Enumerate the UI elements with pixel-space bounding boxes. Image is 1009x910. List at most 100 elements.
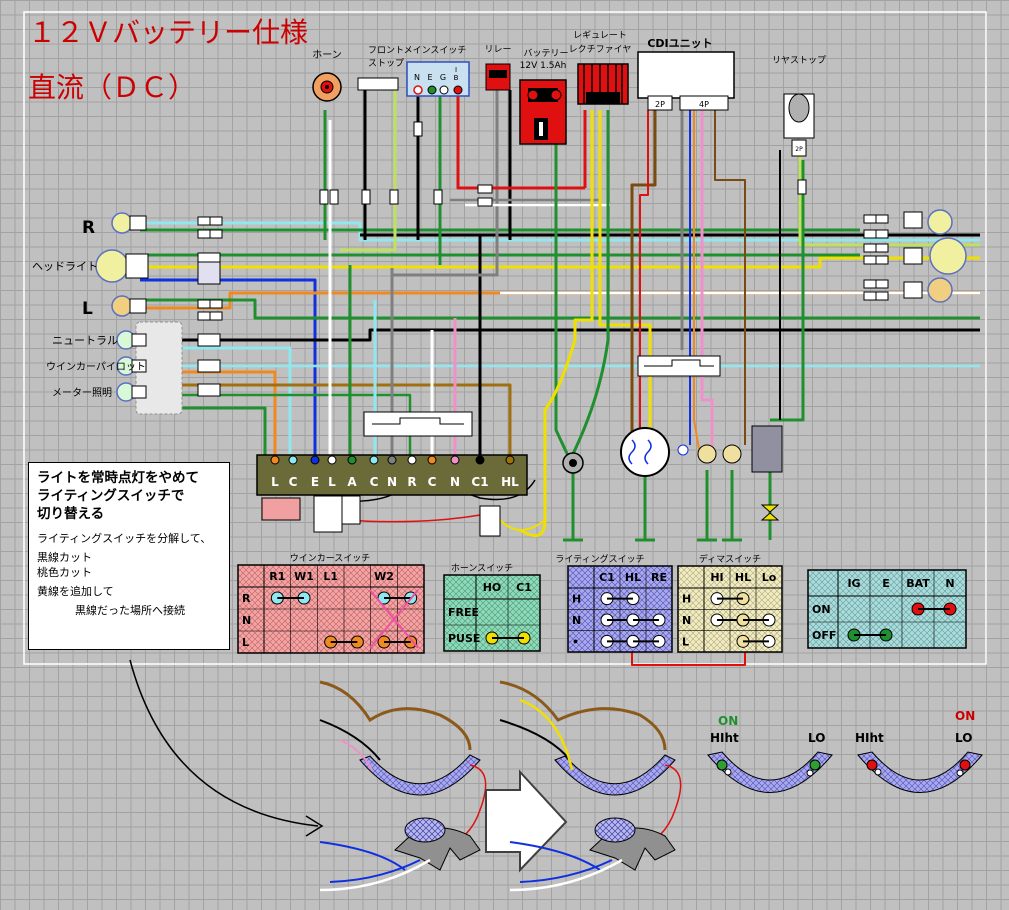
stop-relay	[751, 425, 783, 521]
left-bulbs	[95, 212, 183, 415]
main-switch: メインスイッチ N E G I B	[404, 45, 470, 97]
connector-label: A	[347, 475, 357, 489]
horn-label: ホーン	[312, 49, 342, 61]
cdi-label: CDIユニット	[647, 37, 712, 50]
dimmer-row-header: L	[682, 635, 689, 648]
cdi-4p-label: 4P	[699, 100, 709, 109]
lighting-col-header: C1	[599, 571, 615, 584]
winker-switch-title: ウインカースイッチ	[290, 553, 371, 564]
main-col-header: BAT	[906, 577, 930, 590]
connector-label: R	[407, 475, 416, 489]
note-line-4: ライティングスイッチを分解して、	[37, 532, 212, 545]
connector-label: L	[271, 475, 279, 489]
note-line-5: 黒線カット	[37, 551, 92, 564]
connector-terminal	[450, 455, 460, 465]
connector-label: L	[328, 475, 336, 489]
inline-connectors	[197, 121, 889, 397]
main-col-header: IG	[847, 577, 860, 590]
dimmer-row-header: N	[682, 614, 691, 627]
winker-row-header: R	[242, 592, 251, 605]
rear-stop-label: リヤストップ	[772, 55, 826, 66]
connector-terminal	[427, 455, 437, 465]
note-line-7: 黄線を追加して	[37, 585, 114, 598]
switch-body-1	[319, 817, 481, 892]
dimmer-row-header: H	[682, 593, 691, 606]
cdi-unit: CDIユニット 2P 4P	[637, 37, 735, 111]
main-row-header: ON	[812, 603, 831, 616]
front-stop-switch: フロント ストップ	[357, 46, 404, 91]
right-bulbs	[903, 209, 967, 303]
lo-label-right: LO	[955, 731, 972, 745]
battery-label: バッテリー	[523, 48, 568, 59]
winker-col-header: R1	[269, 570, 285, 583]
horn-switch-title: ホーンスイッチ	[451, 563, 513, 574]
battery: バッテリー 12V 1.5Ah	[519, 48, 569, 145]
lighting-col-header: RE	[651, 571, 667, 584]
connector-label: HL	[501, 475, 519, 489]
relay-label: リレー	[484, 45, 511, 55]
connector-label: N	[450, 475, 460, 489]
main-switch-terminal-e: E	[427, 73, 432, 82]
label-headlight: ヘッドライト	[32, 260, 98, 273]
connector-terminal	[288, 455, 298, 465]
cut-mark	[369, 589, 419, 649]
label-l: L	[82, 299, 93, 319]
rear-stop-connector-label: 2P	[795, 146, 803, 153]
connector-terminal	[387, 455, 397, 465]
main-switch-terminal-g: G	[440, 73, 446, 82]
winker-row-header: N	[242, 614, 251, 627]
dimmer-col-header: HI	[710, 571, 723, 584]
connector-terminal	[505, 455, 515, 465]
rear-stop-switch: 2P リヤストップ	[772, 55, 826, 157]
diagram-frame	[23, 11, 987, 665]
horn-row-header: FREE	[448, 606, 479, 619]
regulator-rectifier: レギュレート レクチファイヤ	[569, 30, 632, 105]
page-subtitle: 直流（ＤＣ）	[28, 71, 196, 104]
regulator-label-2: レクチファイヤ	[569, 44, 632, 55]
connector-terminal	[327, 455, 337, 465]
connector-label: N	[387, 475, 397, 489]
connector-terminal	[347, 455, 357, 465]
relay: リレー	[484, 45, 512, 91]
ignition-coil	[620, 427, 689, 477]
dimmer-col-header: HL	[735, 571, 751, 584]
connector-terminal	[270, 455, 280, 465]
on-label-right: ON	[955, 709, 975, 723]
connector-terminal	[407, 455, 417, 465]
lighting-row-header: H	[572, 593, 581, 606]
connector-label: C1	[471, 475, 488, 489]
horn-col-header: C1	[516, 581, 532, 594]
label-neutral: ニュートラル	[52, 334, 118, 347]
label-winker-pilot: ウインカーパイロット	[46, 361, 146, 373]
on-label-left: ON	[718, 714, 738, 728]
note-line-2: ライティングスイッチで	[37, 488, 185, 504]
main-switch-terminal-b: B	[454, 74, 459, 82]
label-r: R	[82, 218, 95, 238]
main-row-header: OFF	[812, 629, 836, 642]
note-line-1: ライトを常時点灯をやめて	[37, 470, 199, 486]
lo-label-left: LO	[808, 731, 825, 745]
connector-terminal	[369, 455, 379, 465]
main-switch-terminal-i: I	[455, 66, 457, 74]
modification-note: ライトを常時点灯をやめて ライティングスイッチで 切り替える ライティングスイッ…	[28, 462, 230, 650]
regulator-label-1: レギュレート	[573, 30, 627, 41]
connector-label: C	[289, 475, 298, 489]
lighting-col-header: HL	[625, 571, 641, 584]
headlight-plug	[197, 261, 221, 285]
note-line-8: 黒線だった場所へ接続	[75, 604, 185, 617]
dimmer-col-header: Lo	[762, 571, 777, 584]
main-switch-terminal-n: N	[414, 73, 420, 82]
page-title: １２Ｖバッテリー仕様	[28, 16, 308, 49]
winker-col-header: W1	[294, 570, 314, 583]
horn-row-header: PUSE	[448, 632, 480, 645]
connector-label: C	[370, 475, 379, 489]
lighting-switch-title: ライティングスイッチ	[555, 553, 644, 565]
horn-col-header: HO	[483, 581, 502, 594]
